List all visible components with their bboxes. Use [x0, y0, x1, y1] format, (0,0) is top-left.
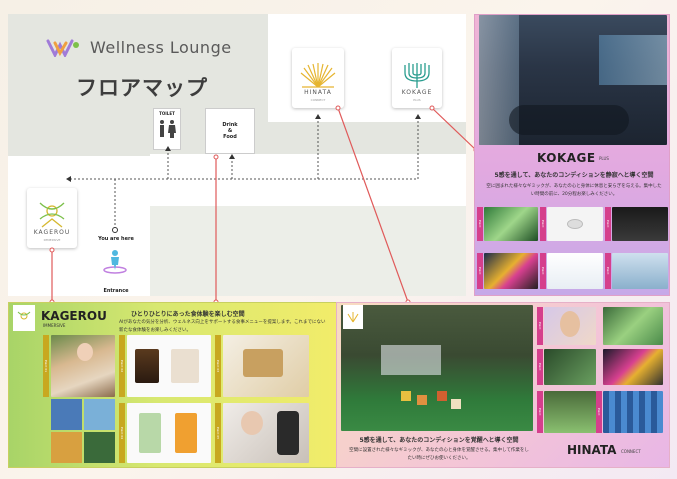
- hinata-face-photo: [544, 307, 596, 345]
- kokage-point-tag: Point: [605, 207, 611, 241]
- kagerou-point-tag: Point 03: [215, 335, 221, 397]
- kagerou-drinks-photo: [127, 335, 211, 397]
- kagerou-card-sub: IMMERSIVE: [43, 238, 61, 242]
- hinata-headline: 5感を通して、あなたのコンディションを覚醒へと導く空間: [359, 437, 519, 444]
- hinata-panel: 5感を通して、あなたのコンディションを覚醒へと導く空間 空間に設置された様々なギ…: [336, 302, 670, 468]
- wellness-logo-icon: [46, 39, 79, 57]
- tree-icon: [404, 63, 430, 88]
- kokage-photo-6: [612, 253, 668, 289]
- kagerou-point-tag: Point 05: [215, 403, 221, 463]
- kokage-card[interactable]: KOKAGE PLUS: [392, 48, 442, 108]
- lounge-floor: [150, 206, 466, 296]
- hinata-card-sub: CONNECT: [310, 98, 326, 102]
- drink-label: Drink: [222, 122, 238, 128]
- hinata-card-name: HINATA: [304, 89, 332, 96]
- kokage-point-tag: Point: [605, 253, 611, 289]
- kokage-title: KOKAGE: [537, 151, 596, 165]
- kokage-card-name: KOKAGE: [401, 89, 433, 96]
- brand-logo: Wellness Lounge: [46, 38, 232, 57]
- kokage-body: 空に囲まれた様々なギミックが、あなたの心と身体に休息と安らぎを与える。集中したい…: [486, 184, 662, 197]
- hinata-lounge-photo: [544, 391, 596, 433]
- kokage-card-sub: PLUS: [413, 98, 421, 102]
- hinata-title: HINATA: [567, 443, 617, 457]
- hinata-title-sub: CONNECT: [621, 449, 641, 454]
- food-label: Food: [223, 134, 237, 140]
- hinata-panel-logo-icon: [343, 305, 363, 329]
- corridor: [150, 154, 466, 206]
- hinata-main-photo: [341, 305, 533, 431]
- hinata-led-photo: [603, 391, 663, 433]
- hinata-headset-photo: [603, 349, 663, 385]
- and-label: &: [227, 128, 233, 134]
- hinata-plants-photo: [603, 307, 663, 345]
- toilet-icon: [160, 120, 176, 138]
- kagerou-body: AIがあなたの気分を分析、ウェルネス向上をサポートする食事メニューを提案します。…: [119, 320, 326, 333]
- kokage-point-tag: Point: [477, 253, 483, 289]
- brand-name: Wellness Lounge: [90, 38, 232, 57]
- kagerou-phone-photo: [223, 403, 309, 463]
- kagerou-thumb-grid: [51, 399, 115, 463]
- kokage-headline: 5感を通して、あなたのコンディションを静寂へと導く空間: [494, 172, 654, 179]
- hinata-point-tag: Point: [596, 391, 602, 433]
- kokage-photo-2: [547, 207, 603, 241]
- kagerou-smoothie-photo: [127, 403, 211, 463]
- kokage-photo-5: [547, 253, 603, 289]
- you-are-here-label: You are here: [98, 236, 134, 242]
- hinata-screen-photo: [544, 349, 596, 385]
- kagerou-point-tag: Point 01: [43, 335, 49, 397]
- kokage-point-tag: Point: [540, 253, 546, 289]
- hinata-card[interactable]: HINATA CONNECT: [292, 48, 344, 108]
- kagerou-card-name: KAGEROU: [33, 229, 71, 236]
- entrance-label: Entrance: [103, 288, 129, 294]
- kagerou-logo-icon: [39, 202, 65, 228]
- kagerou-woman-photo: [51, 335, 115, 397]
- person-marker-icon: [102, 248, 128, 274]
- toilet-label: TOILET: [159, 111, 175, 116]
- sunburst-icon: [300, 63, 336, 88]
- kagerou-point-tag: Point 04: [119, 403, 125, 463]
- kagerou-food-photo: [223, 335, 309, 397]
- kagerou-point-tag: Point 02: [119, 335, 125, 397]
- kokage-point-tag: Point: [540, 207, 546, 241]
- kokage-photo-4: [484, 253, 538, 289]
- kagerou-panel: KAGEROU IMMERSIVE ひとりひとりにあった食体験を楽しむ空間 AI…: [8, 302, 340, 468]
- kokage-photo-3: [612, 207, 668, 241]
- kagerou-headline: ひとりひとりにあった食体験を楽しむ空間: [131, 311, 245, 318]
- kagerou-card[interactable]: KAGEROU IMMERSIVE: [27, 188, 77, 248]
- drink-food-area: Drink & Food: [205, 108, 255, 154]
- hinata-point-tag: Point: [537, 391, 543, 433]
- kokage-point-tag: Point: [477, 207, 483, 241]
- kokage-title-sub: PLUS: [599, 156, 609, 161]
- hinata-point-tag: Point: [537, 349, 543, 385]
- kokage-main-photo: [479, 15, 667, 145]
- kokage-panel: KOKAGE PLUS 5感を通して、あなたのコンディションを静寂へと導く空間 …: [474, 14, 670, 296]
- kagerou-title-sub: IMMERSIVE: [43, 323, 66, 328]
- page-title: フロアマップ: [76, 76, 208, 100]
- kokage-photo-1: [484, 207, 538, 241]
- kagerou-panel-logo-icon: [13, 305, 35, 331]
- hinata-point-tag: Point: [537, 307, 543, 345]
- kagerou-title: KAGEROU: [41, 309, 107, 323]
- hinata-body: 空間に設置された様々なギミックが、あなたの心と身体を覚醒させる。集中して作業をし…: [349, 448, 529, 461]
